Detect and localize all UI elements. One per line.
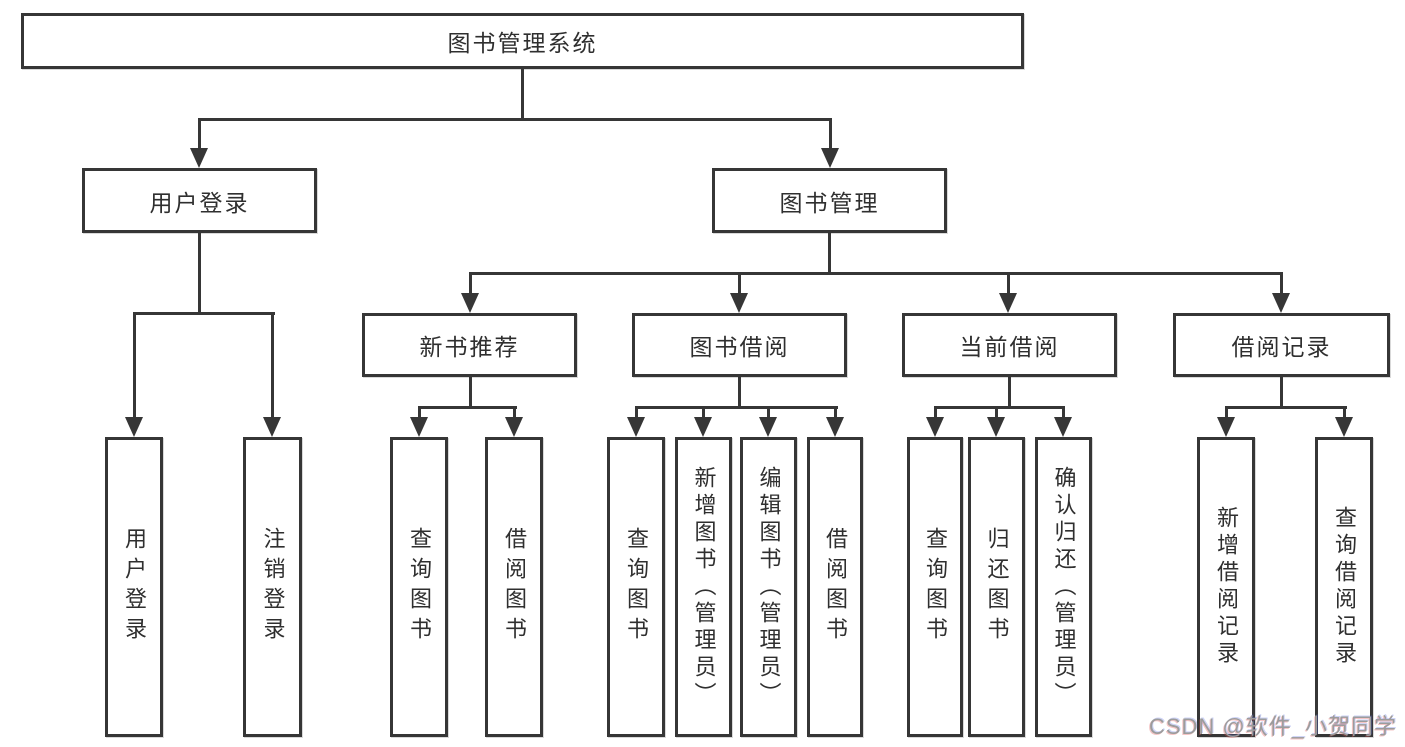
- arrowhead-down-icon: [1217, 417, 1235, 437]
- arrowhead-down-icon: [190, 148, 208, 168]
- node-user-login: 用户登录: [82, 168, 317, 233]
- connector-line: [828, 118, 832, 148]
- arrow-to-leaf-user-login: [125, 312, 143, 437]
- arrowhead-down-icon: [999, 293, 1017, 313]
- arrowhead-down-icon: [627, 417, 645, 437]
- arrowhead-down-icon: [263, 417, 281, 437]
- connector-line: [701, 406, 705, 417]
- connector-user-login-branch: [133, 312, 275, 315]
- leaf-return-books: 归还图书: [968, 437, 1025, 737]
- leaf-query-borrow-record: 查询借阅记录: [1315, 437, 1373, 737]
- arrow-to-leaf-borrow-books: [826, 406, 844, 437]
- arrow-to-leaf-edit-books: [759, 406, 777, 437]
- arrowhead-down-icon: [1335, 417, 1353, 437]
- arrowhead-down-icon: [826, 417, 844, 437]
- leaf-confirm-return-admin: 确认归还（管理员）: [1035, 437, 1092, 737]
- connector-line: [1061, 406, 1065, 417]
- arrowhead-down-icon: [730, 293, 748, 313]
- node-book-borrowing: 图书借阅: [632, 313, 847, 377]
- leaf-borrow-books-recommend: 借阅图书: [485, 437, 543, 737]
- connector-recommend-branch: [418, 406, 517, 409]
- node-current-borrowing: 当前借阅: [902, 313, 1117, 377]
- arrow-to-current-borrowing: [999, 272, 1017, 313]
- arrow-to-leaf-query-books-borrow: [627, 406, 645, 437]
- connector-line: [833, 406, 837, 417]
- connector-user-login-stub: [198, 233, 201, 315]
- connector-root-trunk: [521, 66, 524, 120]
- connector-line: [994, 406, 998, 417]
- arrowhead-down-icon: [505, 417, 523, 437]
- arrow-to-leaf-add-borrow-record: [1217, 406, 1235, 437]
- connector-book-management-branch: [469, 272, 1283, 275]
- connector-line: [634, 406, 638, 417]
- connector-borrowing-stub: [738, 376, 741, 409]
- arrow-to-new-book-recommendation: [461, 272, 479, 313]
- connector-records-branch: [1225, 406, 1347, 409]
- connector-line: [417, 406, 421, 417]
- connector-recommend-stub: [469, 376, 472, 409]
- connector-current-branch: [934, 406, 1065, 409]
- arrowhead-down-icon: [926, 417, 944, 437]
- arrow-to-book-management: [821, 118, 839, 168]
- leaf-borrow-books: 借阅图书: [807, 437, 863, 737]
- connector-line: [468, 272, 472, 293]
- connector-line: [270, 312, 274, 417]
- connector-line: [766, 406, 770, 417]
- arrowhead-down-icon: [125, 417, 143, 437]
- arrowhead-down-icon: [1272, 293, 1290, 313]
- node-borrowing-records: 借阅记录: [1173, 313, 1390, 377]
- arrowhead-down-icon: [410, 417, 428, 437]
- connector-current-stub: [1008, 376, 1011, 409]
- arrow-to-leaf-add-books: [694, 406, 712, 437]
- connector-line: [1006, 272, 1010, 293]
- arrowhead-down-icon: [694, 417, 712, 437]
- connector-line: [512, 406, 516, 417]
- connector-book-management-stub: [828, 233, 831, 275]
- leaf-add-borrow-record: 新增借阅记录: [1197, 437, 1255, 737]
- arrowhead-down-icon: [821, 148, 839, 168]
- connector-records-stub: [1280, 377, 1283, 409]
- leaf-query-books-borrow: 查询图书: [607, 437, 665, 737]
- arrowhead-down-icon: [759, 417, 777, 437]
- connector-root-branch: [198, 118, 832, 121]
- connector-line: [132, 312, 136, 417]
- leaf-query-books-current: 查询图书: [907, 437, 963, 737]
- node-book-management: 图书管理: [712, 168, 947, 233]
- connector-line: [197, 118, 201, 148]
- arrowhead-down-icon: [987, 417, 1005, 437]
- leaf-logout: 注销登录: [243, 437, 302, 737]
- arrow-to-leaf-query-books-current: [926, 406, 944, 437]
- leaf-query-books-recommend: 查询图书: [390, 437, 448, 737]
- arrowhead-down-icon: [461, 293, 479, 313]
- node-new-book-recommendation: 新书推荐: [362, 313, 577, 377]
- csdn-watermark: CSDN @软件_小贺同学: [1148, 714, 1397, 739]
- arrow-to-leaf-logout: [263, 312, 281, 437]
- node-root-library-system: 图书管理系统: [21, 13, 1024, 69]
- arrow-to-leaf-query-books-recommend: [410, 406, 428, 437]
- leaf-add-books-admin: 新增图书（管理员）: [675, 437, 732, 737]
- connector-line: [737, 272, 741, 293]
- arrow-to-user-login: [190, 118, 208, 168]
- arrow-to-leaf-return-books: [987, 406, 1005, 437]
- connector-line: [1224, 406, 1228, 417]
- connector-line: [933, 406, 937, 417]
- leaf-edit-books-admin: 编辑图书（管理员）: [740, 437, 797, 737]
- arrowhead-down-icon: [1054, 417, 1072, 437]
- arrow-to-borrowing-records: [1272, 272, 1290, 313]
- arrow-to-leaf-query-borrow-record: [1335, 406, 1353, 437]
- connector-line: [1279, 272, 1283, 293]
- leaf-user-login: 用户登录: [105, 437, 163, 737]
- connector-line: [1342, 406, 1346, 417]
- arrow-to-leaf-borrow-books-recommend: [505, 406, 523, 437]
- arrow-to-book-borrowing: [730, 272, 748, 313]
- arrow-to-leaf-confirm-return: [1054, 406, 1072, 437]
- connector-borrowing-branch: [635, 406, 838, 409]
